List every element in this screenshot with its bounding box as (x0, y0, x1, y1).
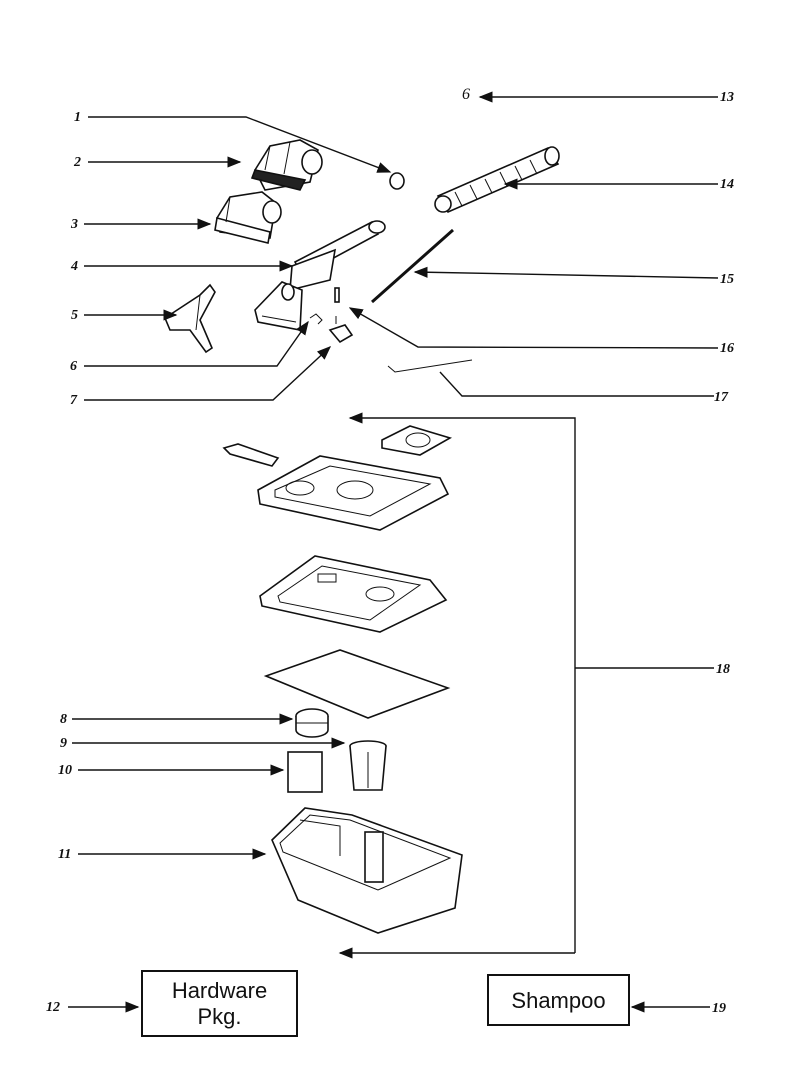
callout-15: 15 (720, 272, 734, 287)
floor-tool-wand-part (254, 220, 386, 331)
hardware-package-box: Hardware Pkg. (141, 970, 298, 1037)
callout-14: 14 (720, 177, 734, 192)
shampoo-box: Shampoo (487, 974, 630, 1026)
callout-9: 9 (60, 736, 67, 751)
valve-part (328, 316, 354, 344)
hardware-label-line2: Pkg. (197, 1004, 242, 1029)
tank-part (271, 807, 463, 934)
callout-18: 18 (716, 662, 730, 677)
card-part (287, 751, 323, 793)
callout-7: 7 (70, 393, 78, 408)
callout-16: 16 (720, 341, 734, 356)
cup-part (349, 740, 387, 791)
filter-cap-part (295, 708, 329, 738)
callout-12: 12 (46, 1000, 60, 1015)
callout-10: 10 (58, 763, 72, 778)
callout-2: 2 (73, 155, 81, 170)
hose-part (434, 146, 560, 214)
callout-8: 8 (60, 712, 67, 727)
sheet-number: 6 (462, 86, 470, 103)
callout-19: 19 (712, 1001, 726, 1016)
wire-part (387, 359, 473, 373)
squeegee-part (164, 283, 216, 354)
callout-6: 6 (70, 359, 77, 374)
shampoo-label: Shampoo (511, 988, 606, 1013)
hardware-label-line1: Hardware (171, 978, 268, 1003)
callout-4: 4 (70, 259, 78, 274)
callout-17: 17 (714, 390, 729, 405)
callout-1: 1 (74, 110, 81, 125)
callout-3: 3 (70, 217, 78, 232)
pin-part (334, 287, 340, 303)
lid-assembly-part (222, 425, 453, 719)
callout-13: 13 (720, 90, 734, 105)
small-nozzle-part (214, 191, 282, 244)
callout-5: 5 (71, 308, 78, 323)
o-ring-part (389, 172, 405, 190)
tube-part (371, 228, 454, 304)
clip-part (309, 313, 323, 325)
leader-lines (68, 91, 719, 1013)
upholstery-nozzle-part (250, 139, 323, 191)
callout-11: 11 (58, 847, 71, 862)
